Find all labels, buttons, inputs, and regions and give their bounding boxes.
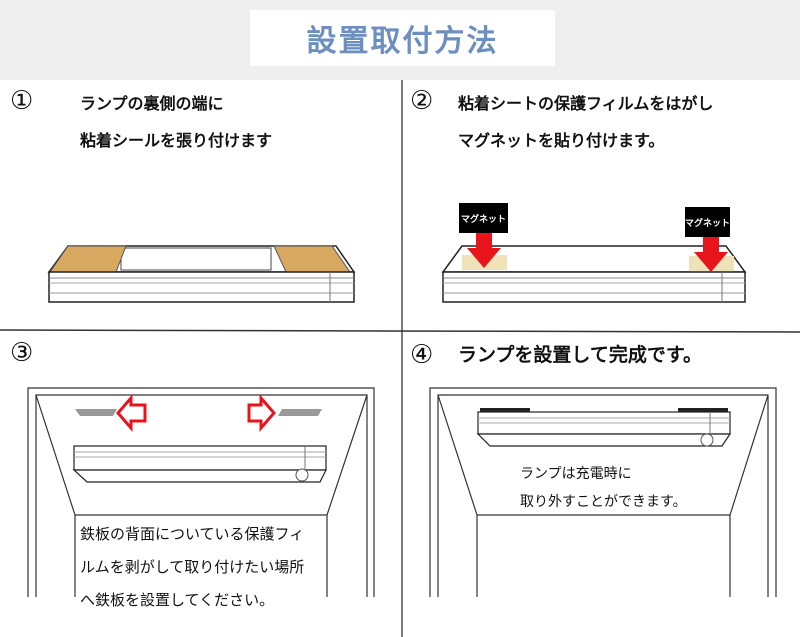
step-2-line-2: マグネットを貼り付けます。: [458, 131, 665, 150]
step-2-line-1: 粘着シートの保護フィルムをはがし: [458, 94, 714, 113]
horizontal-divider: [0, 329, 800, 333]
lamp-with-adhesive: [47, 245, 356, 303]
sensor-icon: [295, 468, 309, 482]
step-4-note-line-1: ランプは充電時に: [520, 466, 632, 482]
step-1-line-2: 粘着シールを張り付けます: [80, 131, 273, 150]
step4-frame: [429, 387, 777, 597]
step-4-number: ④: [410, 340, 434, 370]
adhesive-sheet-left: [49, 245, 127, 273]
step-4-note: ランプは充電時に 取り外すことができます。: [520, 460, 687, 516]
step-3-line-1: 鉄板の背面についている保護フィ: [80, 525, 305, 543]
step-1-text: ランプの裏側の端に 粘着シールを張り付けます: [80, 85, 272, 159]
lamp-step3: [72, 445, 327, 483]
step-3-number: ③: [10, 338, 34, 368]
magnet-label-left: マグネット: [459, 203, 508, 233]
step-1-number: ①: [10, 86, 34, 116]
step-2-text: 粘着シートの保護フィルムをはがし マグネットを貼り付けます。: [458, 85, 713, 159]
sensor-icon: [700, 433, 714, 447]
lamp-installed: [476, 408, 732, 447]
step-2-number: ②: [410, 86, 434, 116]
step-1-line-1: ランプの裏側の端に: [80, 94, 224, 113]
step-4-line-1: ランプを設置して完成です。: [458, 344, 702, 366]
magnet-label-right: マグネット: [685, 207, 730, 237]
arrow-down-icon: [467, 232, 501, 268]
arrow-right-icon: [247, 393, 276, 433]
steel-plates: [75, 393, 322, 433]
arrow-down-icon: [694, 236, 728, 272]
step-3-line-2: ルムを剥がして取り付けたい場所: [80, 558, 305, 576]
step-3-text: 鉄板の背面についている保護フィ ルムを剥がして取り付けたい場所 へ鉄板を設置して…: [80, 518, 304, 617]
page-title: 設置取付方法: [306, 24, 499, 59]
step3-frame: [27, 387, 375, 597]
title-box: 設置取付方法: [250, 10, 555, 66]
step-4-note-line-2: 取り外すことができます。: [520, 494, 687, 510]
lamp-with-magnets: [441, 232, 747, 303]
arrow-left-icon: [116, 393, 147, 433]
step-3-line-3: へ鉄板を設置してください。: [80, 591, 275, 609]
